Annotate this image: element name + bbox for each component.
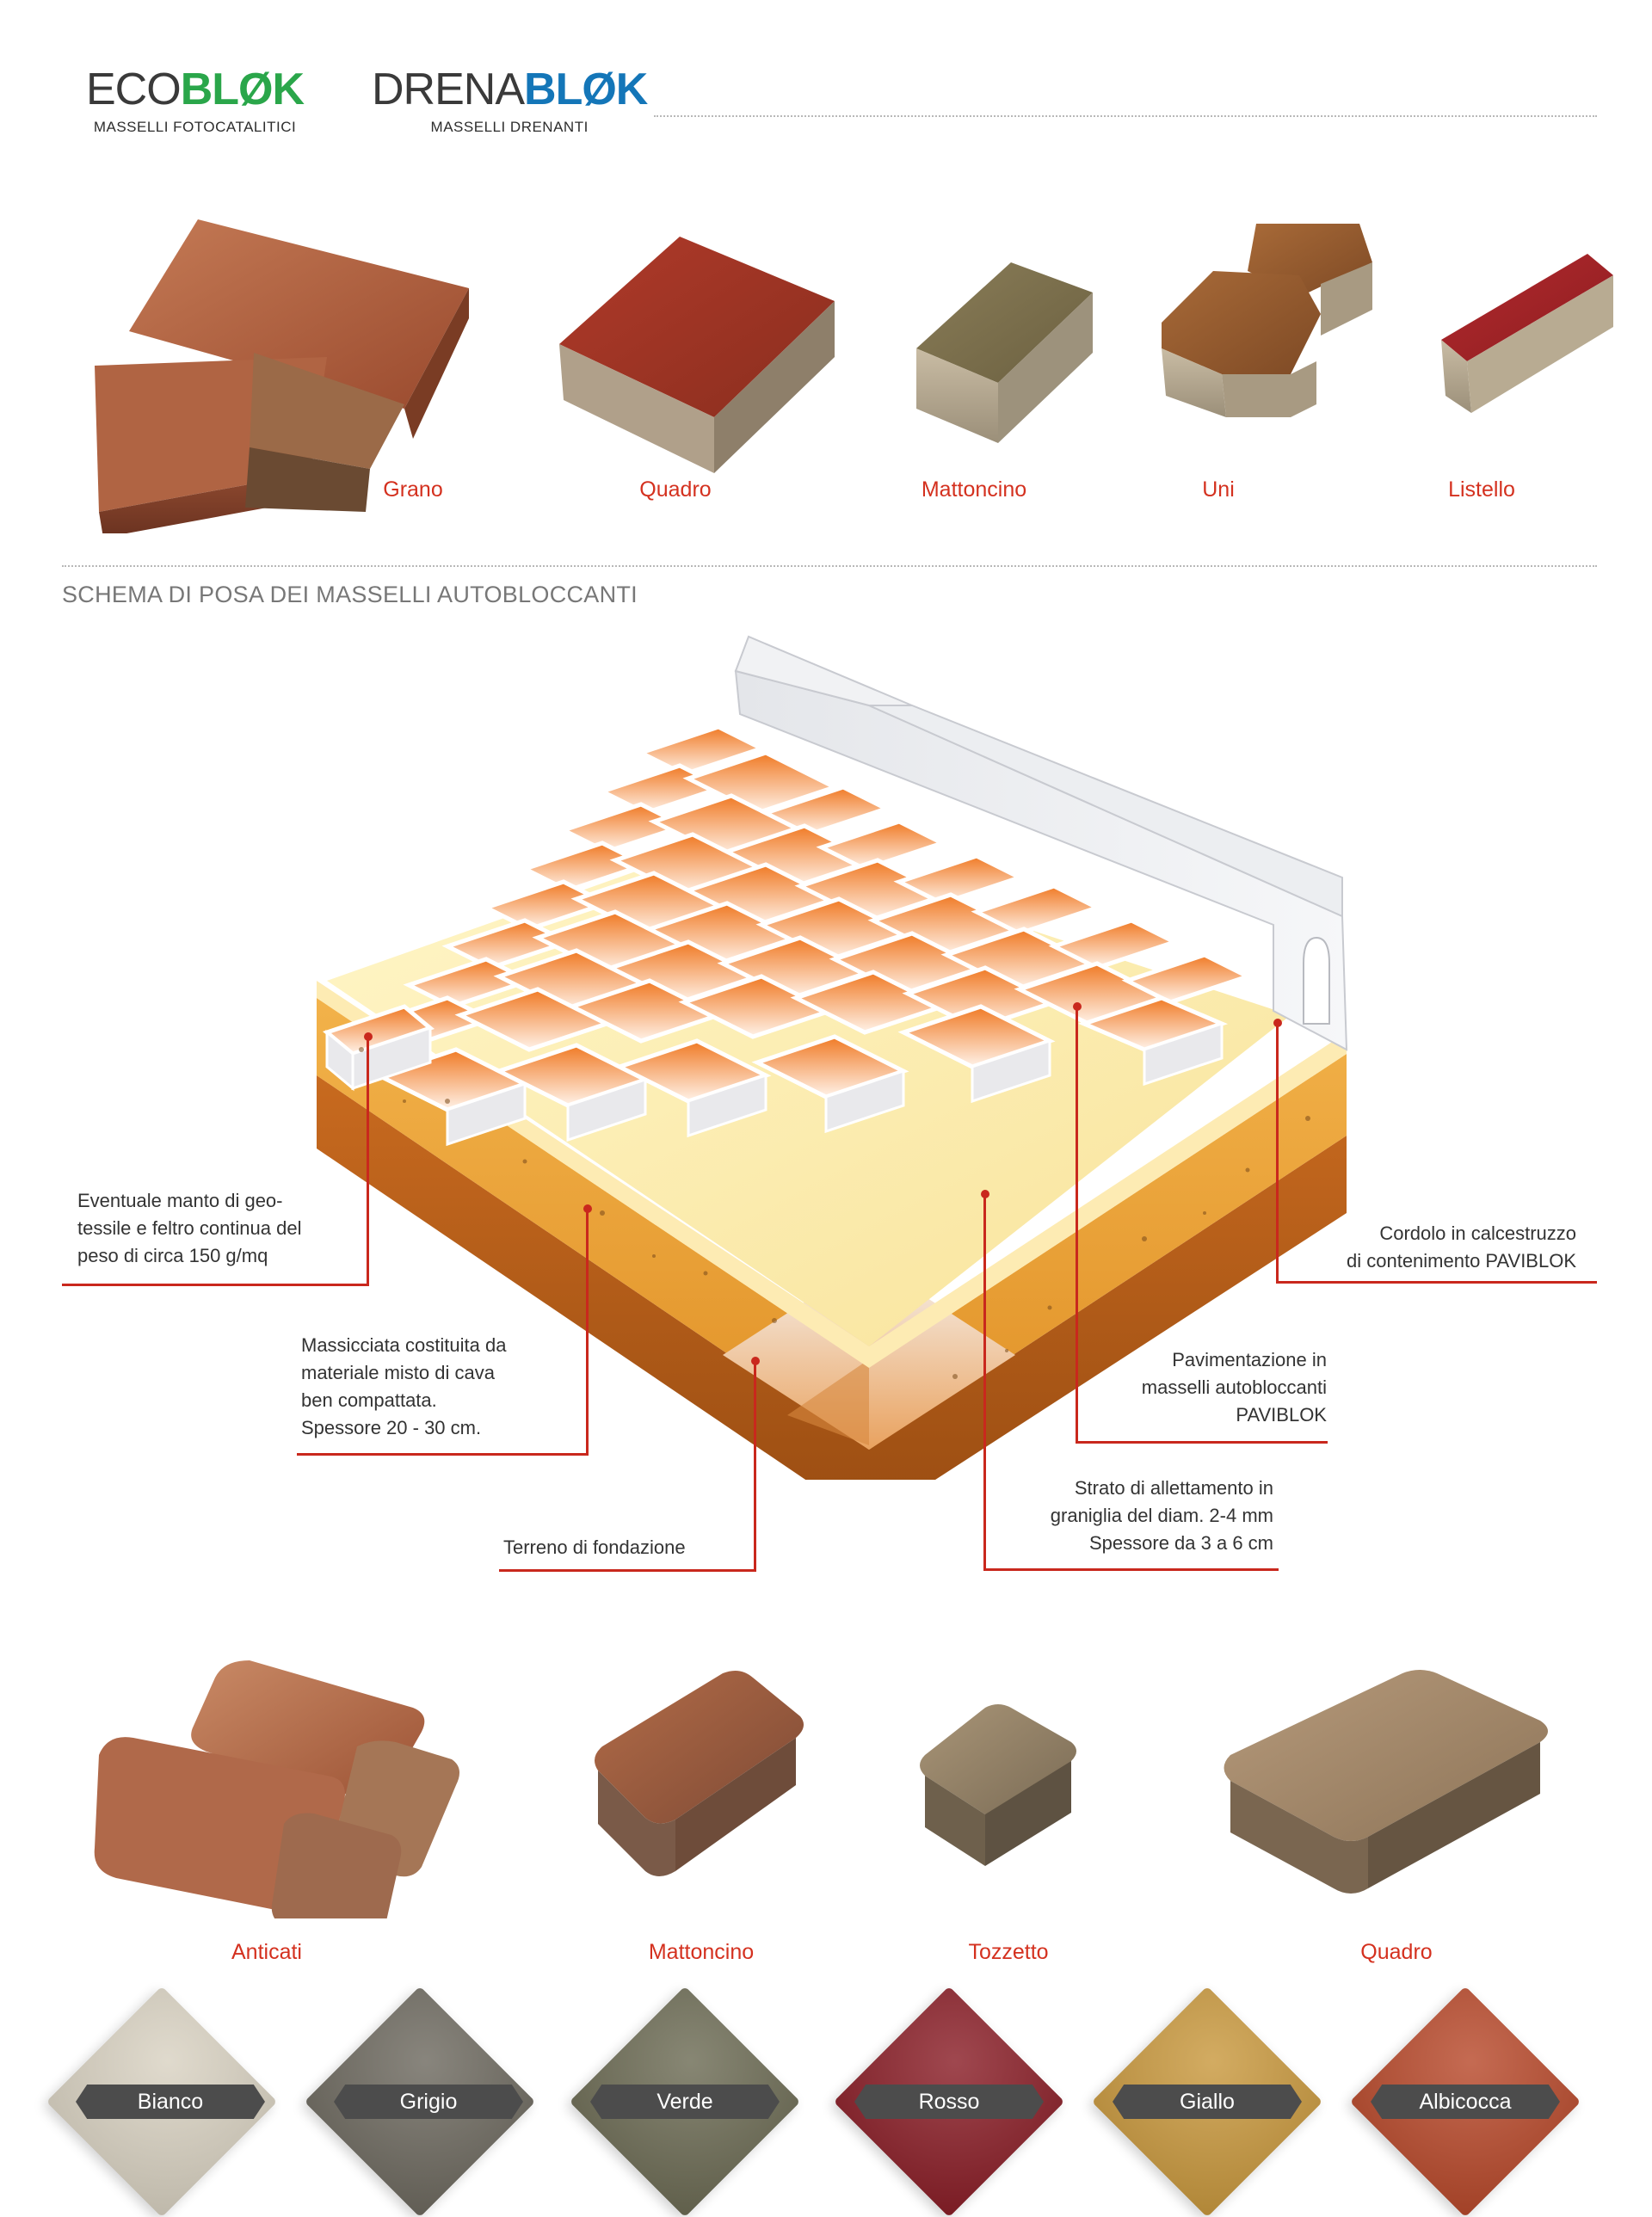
product-label-listello: Listello bbox=[1448, 477, 1515, 502]
note-terreno: Terreno di fondazione bbox=[503, 1534, 753, 1561]
ecoblok-subtitle: MASSELLI FOTOCATALITICI bbox=[93, 119, 297, 135]
ecoblok-part2: BLØK bbox=[180, 65, 305, 114]
bottom-products-illustration bbox=[94, 1660, 1548, 1918]
mattoncino-bottom-block bbox=[595, 1670, 804, 1876]
anticati-block bbox=[94, 1660, 459, 1918]
leader-geotessile-v bbox=[367, 1037, 369, 1286]
leader-terreno-h bbox=[499, 1569, 756, 1572]
ribbon-bianco: Bianco bbox=[76, 2085, 265, 2119]
uni-block bbox=[1162, 224, 1372, 417]
leader-cordolo-h bbox=[1276, 1281, 1597, 1284]
note-geotessile-line3: peso di circa 150 g/mq bbox=[77, 1245, 268, 1266]
product-label-quadro-bottom: Quadro bbox=[1360, 1940, 1433, 1964]
leader-massicciata-v bbox=[586, 1209, 589, 1456]
leader-geotessile-h bbox=[62, 1284, 369, 1286]
note-geotessile-line2: tessile e feltro continua del bbox=[77, 1217, 302, 1239]
leader-massicciata-h bbox=[297, 1453, 589, 1456]
note-pavimentazione-line1: Pavimentazione in bbox=[1172, 1349, 1327, 1370]
note-strato-line3: Spessore da 3 a 6 cm bbox=[1088, 1532, 1273, 1554]
ribbon-rosso: Rosso bbox=[854, 2085, 1044, 2119]
listello-block bbox=[1441, 254, 1613, 413]
product-label-uni: Uni bbox=[1202, 477, 1235, 502]
drenablok-logo: DRENABLØK MASSELLI DRENANTI bbox=[372, 65, 648, 136]
drenablok-wordmark: DRENABLØK bbox=[372, 65, 648, 114]
note-geotessile: Eventuale manto di geo- tessile e feltro… bbox=[77, 1187, 370, 1270]
note-cordolo-line1: Cordolo in calcestruzzo bbox=[1379, 1222, 1576, 1244]
header-divider bbox=[654, 115, 1597, 117]
ecoblok-wordmark: ECOBLØK bbox=[86, 65, 305, 114]
product-label-mattoncino: Mattoncino bbox=[921, 477, 1027, 502]
drenablok-part2: BLØK bbox=[524, 65, 648, 114]
product-label-quadro: Quadro bbox=[639, 477, 712, 502]
product-label-grano: Grano bbox=[383, 477, 443, 502]
sand-edge bbox=[317, 981, 1347, 1368]
ribbon-albicocca: Albicocca bbox=[1371, 2085, 1560, 2119]
section-title: SCHEMA DI POSA DEI MASSELLI AUTOBLOCCANT… bbox=[62, 582, 638, 607]
product-label-tozzetto: Tozzetto bbox=[968, 1940, 1049, 1964]
ecoblok-logo: ECOBLØK MASSELLI FOTOCATALITICI bbox=[86, 65, 305, 136]
leader-terreno-v bbox=[754, 1361, 756, 1572]
ribbon-verde: Verde bbox=[590, 2085, 780, 2119]
top-products-illustration bbox=[95, 219, 1613, 533]
leader-pavimentazione-v bbox=[1076, 1007, 1078, 1444]
soil-layer bbox=[317, 1075, 1347, 1480]
note-geotessile-line1: Eventuale manto di geo- bbox=[77, 1190, 283, 1211]
note-massicciata-line4: Spessore 20 - 30 cm. bbox=[301, 1417, 482, 1438]
ribbon-giallo: Giallo bbox=[1113, 2085, 1302, 2119]
tozzetto-block bbox=[920, 1704, 1076, 1866]
leader-strato-v bbox=[983, 1194, 986, 1571]
quadro-bottom-block bbox=[1224, 1670, 1548, 1894]
note-massicciata-line3: ben compattata. bbox=[301, 1389, 437, 1411]
grano-block bbox=[95, 219, 469, 533]
note-strato: Strato di allettamento in graniglia del … bbox=[972, 1475, 1273, 1557]
leader-strato-h bbox=[983, 1568, 1279, 1571]
leader-pavimentazione-h bbox=[1076, 1441, 1328, 1444]
note-cordolo: Cordolo in calcestruzzo di contenimento … bbox=[1273, 1220, 1576, 1275]
note-strato-line2: graniglia del diam. 2-4 mm bbox=[1050, 1505, 1273, 1526]
note-strato-line1: Strato di allettamento in bbox=[1074, 1477, 1273, 1499]
product-label-mattoncino-bottom: Mattoncino bbox=[648, 1940, 755, 1964]
ribbon-grigio: Grigio bbox=[334, 2085, 523, 2119]
drenablok-subtitle: MASSELLI DRENANTI bbox=[430, 119, 589, 135]
leader-cordolo-v bbox=[1276, 1023, 1279, 1284]
note-massicciata-line1: Massicciata costituita da bbox=[301, 1334, 507, 1356]
note-cordolo-line2: di contenimento PAVIBLOK bbox=[1347, 1250, 1576, 1272]
paving-bricks bbox=[322, 724, 1254, 1112]
section-divider bbox=[62, 565, 1597, 567]
product-label-anticati: Anticati bbox=[231, 1940, 302, 1964]
drenablok-part1: DRENA bbox=[372, 65, 525, 114]
mattoncino-block bbox=[916, 262, 1093, 443]
note-massicciata: Massicciata costituita da materiale mist… bbox=[301, 1332, 576, 1442]
note-pavimentazione-line2: masselli autobloccanti bbox=[1141, 1376, 1327, 1398]
ecoblok-part1: ECO bbox=[86, 65, 182, 114]
note-pavimentazione-line3: PAVIBLOK bbox=[1236, 1404, 1327, 1426]
paving-cross-section bbox=[317, 635, 1348, 1480]
note-pavimentazione: Pavimentazione in masselli autobloccanti… bbox=[1076, 1346, 1327, 1429]
note-massicciata-line2: materiale misto di cava bbox=[301, 1362, 495, 1383]
note-terreno-line1: Terreno di fondazione bbox=[503, 1537, 686, 1558]
quadro-block bbox=[559, 237, 835, 473]
